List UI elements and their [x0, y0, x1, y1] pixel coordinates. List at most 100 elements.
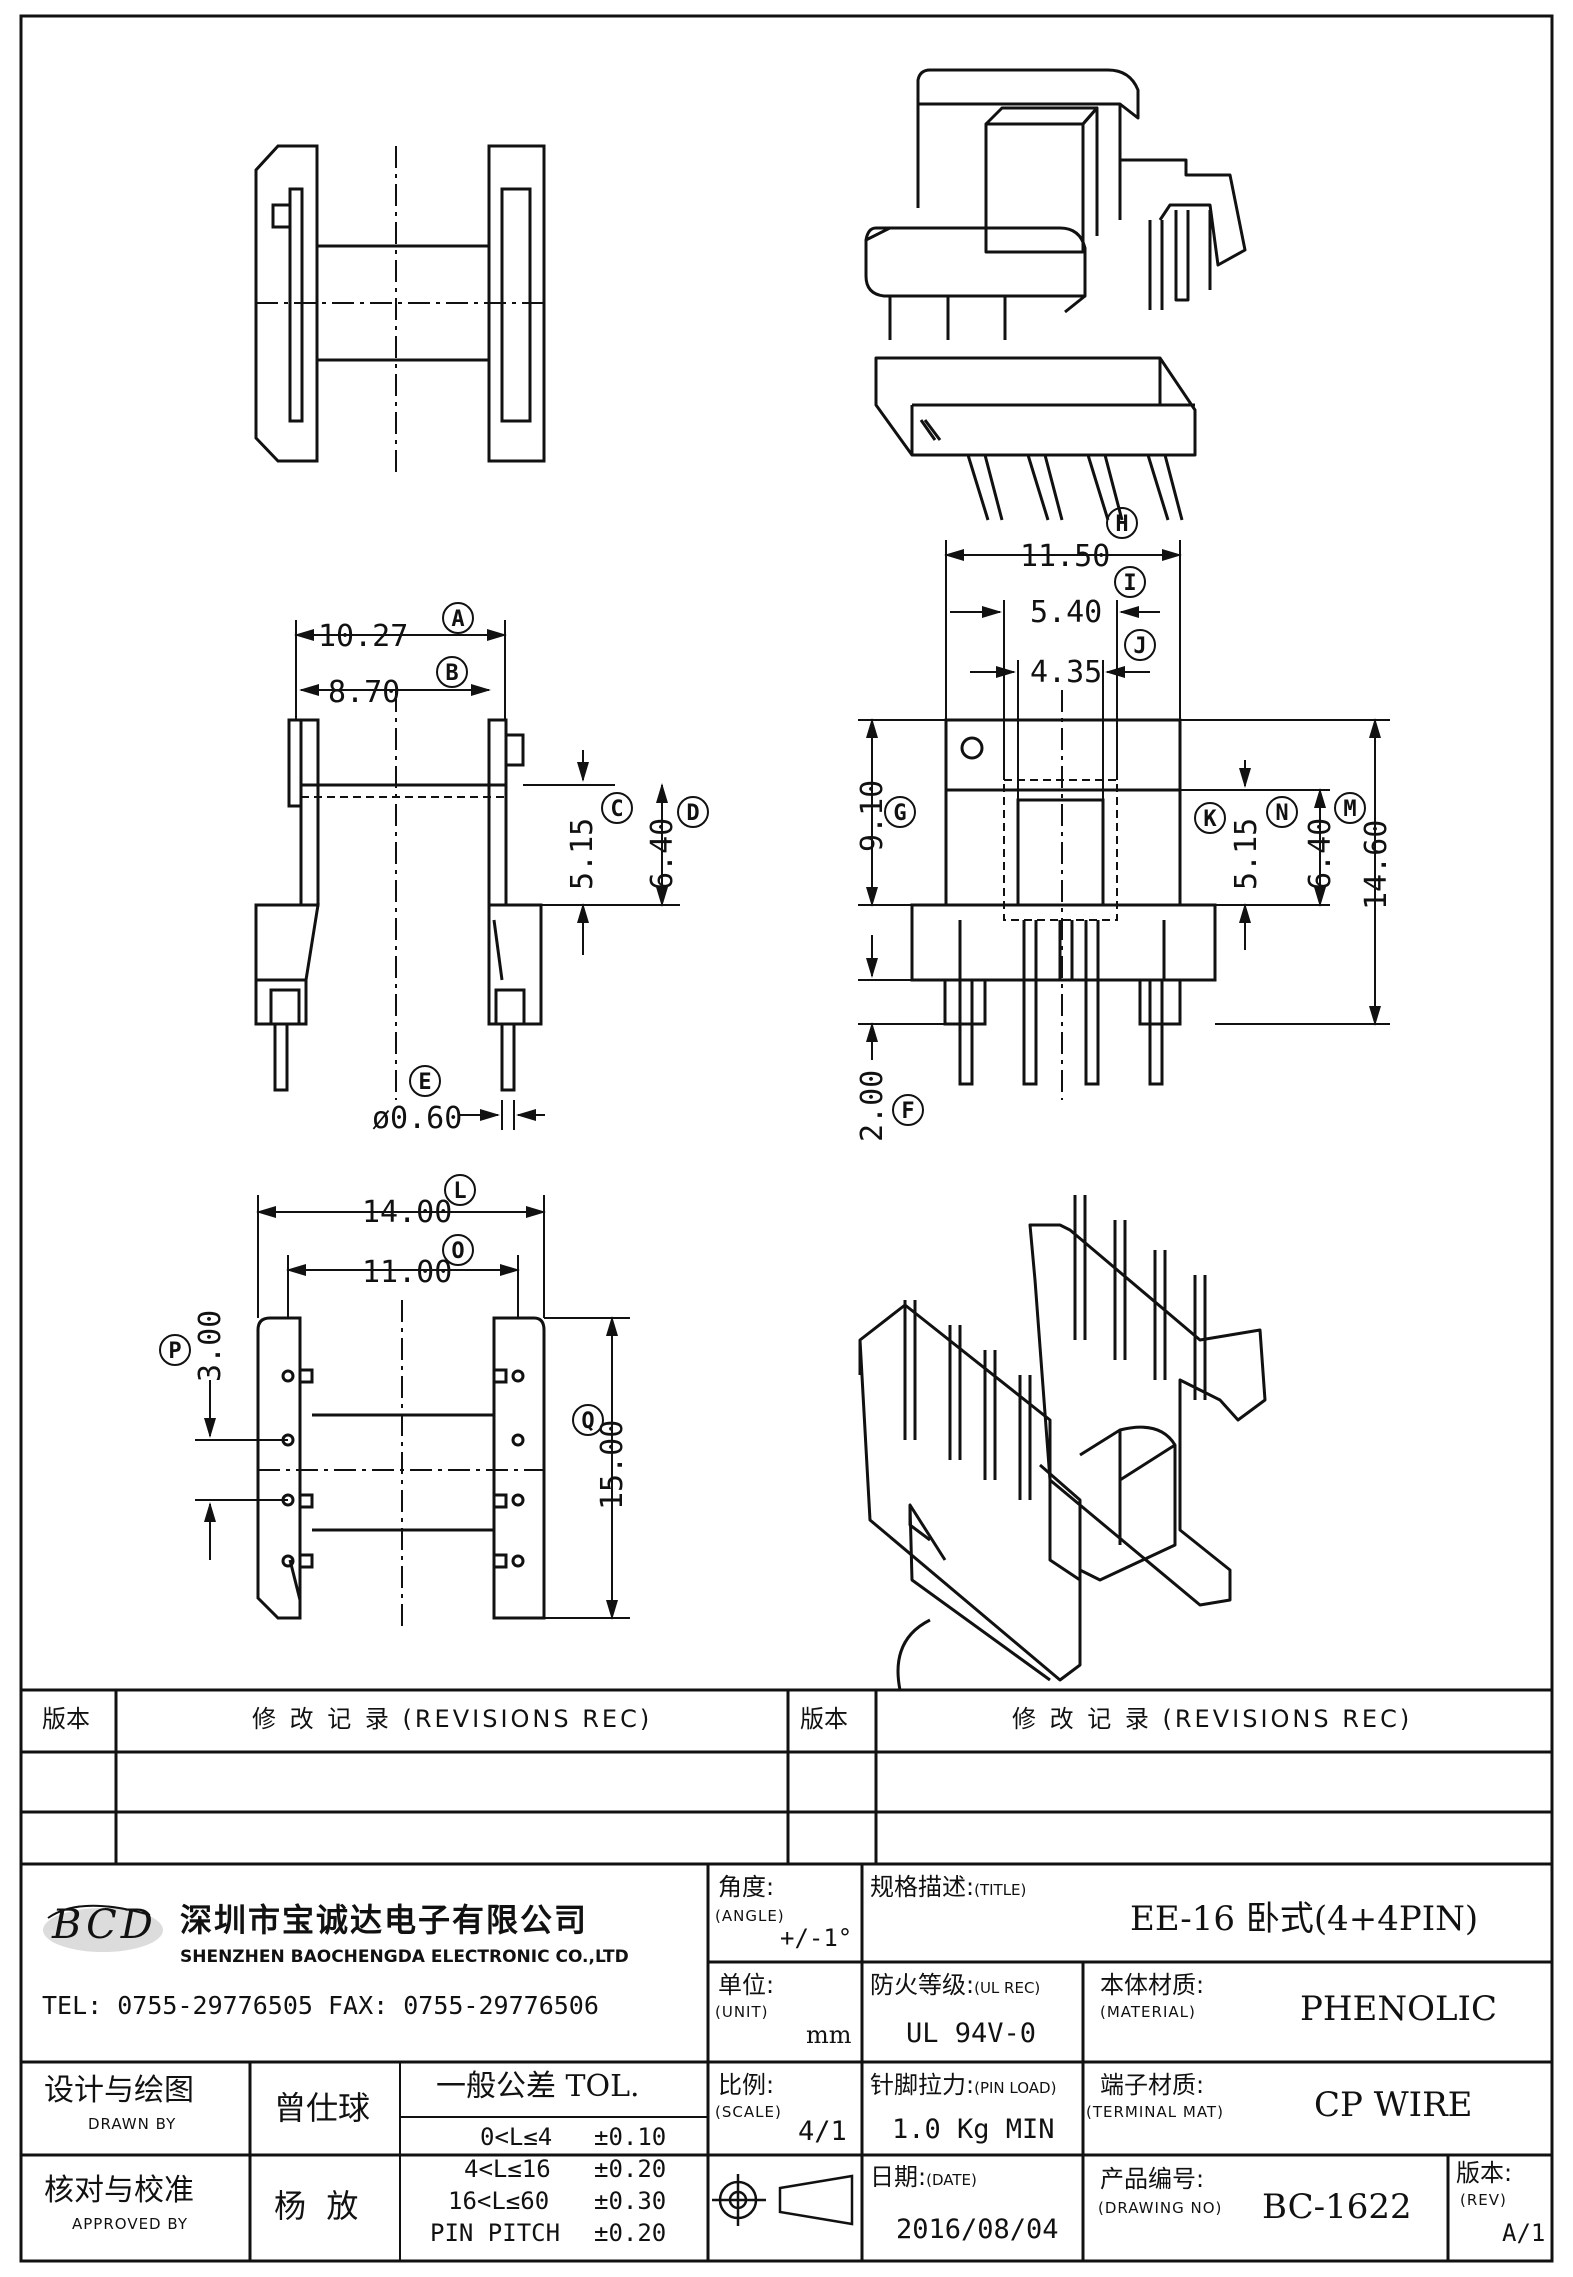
rev-value: A/1	[1502, 2219, 1546, 2247]
pin-label: 针脚拉力:(PIN LOAD)	[870, 2071, 1057, 2099]
dim-F: 2.00	[855, 1070, 890, 1142]
dwg-value: BC-1622	[1262, 2187, 1412, 2227]
scale-label: 比例:	[718, 2071, 775, 2099]
svg-text:G: G	[893, 801, 906, 826]
dim-A: 10.27	[318, 619, 408, 654]
balloon-H: H	[1106, 507, 1138, 539]
svg-text:D: D	[686, 801, 699, 826]
ul-label: 防火等级:(UL REC)	[870, 1971, 1041, 1999]
tol-value-4: ±0.20	[594, 2219, 667, 2247]
title-label: 规格描述:(TITLE)	[870, 1873, 1027, 1901]
dim-Q: 15.00	[595, 1420, 630, 1510]
svg-text:H: H	[1115, 512, 1128, 537]
material-value: PHENOLIC	[1300, 1989, 1497, 2029]
balloon-I: I	[1114, 566, 1146, 598]
balloon-D: D	[677, 796, 709, 828]
rec-header-right: 修 改 记 录 (REVISIONS REC)	[1012, 1705, 1413, 1733]
balloon-F: F	[892, 1094, 924, 1126]
rev-header-left: 版本	[42, 1705, 90, 1733]
svg-text:I: I	[1123, 571, 1136, 596]
svg-text:O: O	[451, 1239, 464, 1264]
iso-view-bottom	[858, 1195, 1267, 1691]
dimension-labels: 10.27 8.70 5.15 6.40 ø0.60 11.50 5.40 4.…	[193, 539, 1394, 1510]
terminal-label: 端子材质:	[1100, 2071, 1205, 2099]
tol-title: 一般公差 TOL.	[436, 2069, 640, 2104]
svg-text:J: J	[1133, 634, 1146, 659]
projection-symbol	[712, 2174, 854, 2226]
svg-text:M: M	[1343, 797, 1356, 822]
dim-N: 6.40	[1303, 818, 1338, 890]
tol-value-3: ±0.30	[594, 2187, 667, 2215]
tol-range-4: PIN PITCH	[430, 2219, 561, 2247]
material-sub: (MATERIAL)	[1100, 2003, 1196, 2021]
terminal-value: CP WIRE	[1314, 2085, 1473, 2125]
bottom-view	[256, 1300, 546, 1630]
svg-text:N: N	[1275, 801, 1288, 826]
svg-text:B: B	[445, 661, 458, 686]
dim-E: ø0.60	[372, 1101, 462, 1136]
table-lines	[21, 1688, 1552, 2261]
rec-header-left: 修 改 记 录 (REVISIONS REC)	[252, 1705, 653, 1733]
logo-mark	[43, 1904, 163, 1952]
dim-J: 4.35	[1030, 655, 1102, 690]
dim-L: 14.00	[362, 1195, 452, 1230]
balloon-Q: Q	[572, 1404, 604, 1436]
approved-label: 核对与校准	[44, 2173, 194, 2208]
date-label: 日期:(DATE)	[870, 2163, 977, 2191]
balloon-O: O	[442, 1234, 474, 1266]
svg-text:L: L	[453, 1179, 466, 1204]
unit-sub: (UNIT)	[715, 2003, 769, 2021]
scale-sub: (SCALE)	[715, 2103, 782, 2121]
company-name-cn: 深圳市宝诚达电子有限公司	[180, 1901, 589, 1939]
unit-label: 单位:	[718, 1971, 775, 1999]
approved-sub: APPROVED BY	[72, 2215, 189, 2233]
rev-sub: (REV)	[1460, 2191, 1507, 2209]
balloon-G: G	[884, 796, 916, 828]
unit-value: mm	[806, 2021, 852, 2049]
drawn-sub: DRAWN BY	[88, 2115, 177, 2133]
balloon-M: M	[1334, 792, 1366, 824]
balloon-J: J	[1124, 629, 1156, 661]
svg-text:A: A	[451, 607, 464, 632]
bottom-dims	[195, 1195, 630, 1620]
balloon-B: B	[436, 656, 468, 688]
balloon-C: C	[601, 792, 633, 824]
dim-M: 14.60	[1359, 820, 1394, 910]
balloons: A B C D E F G H I J K L M N O P Q	[159, 507, 1366, 1436]
svg-text:F: F	[901, 1099, 914, 1124]
ul-value: UL 94V-0	[906, 2018, 1037, 2049]
tol-range-3: 16<L≤60	[448, 2187, 550, 2215]
front-view-top	[254, 144, 546, 475]
dwg-sub: (DRAWING NO)	[1098, 2199, 1223, 2217]
balloon-K: K	[1194, 802, 1226, 834]
dim-O: 11.00	[362, 1255, 452, 1290]
dim-P: 3.00	[193, 1310, 228, 1382]
tol-range-1: 0<L≤4	[480, 2123, 553, 2151]
terminal-sub: (TERMINAL MAT)	[1086, 2103, 1224, 2121]
angle-label: 角度:	[718, 1873, 775, 1901]
dim-C: 5.15	[565, 818, 600, 890]
balloon-L: L	[444, 1174, 476, 1206]
dim-I: 5.40	[1030, 595, 1102, 630]
front-view-middle	[254, 690, 543, 1100]
dwg-label: 产品编号:	[1100, 2165, 1205, 2193]
angle-value: +/-1°	[780, 1924, 853, 1952]
title-value: EE-16 卧式(4+4PIN)	[1130, 1899, 1479, 1939]
dim-D: 6.40	[645, 818, 680, 890]
svg-text:E: E	[418, 1070, 431, 1095]
rev-header-right: 版本	[800, 1705, 848, 1733]
rev-label: 版本:	[1456, 2159, 1513, 2187]
svg-text:C: C	[610, 797, 623, 822]
svg-text:P: P	[168, 1339, 181, 1364]
scale-value: 4/1	[798, 2116, 847, 2147]
balloon-E: E	[409, 1065, 441, 1097]
dim-K: 5.15	[1229, 818, 1264, 890]
pin-value: 1.0 Kg MIN	[892, 2114, 1055, 2145]
side-dims	[858, 540, 1390, 1060]
logo-text: BCD	[52, 1902, 157, 1948]
sheet-border	[19, 14, 1554, 2263]
balloon-N: N	[1266, 796, 1298, 828]
tel-fax: TEL: 0755-29776505 FAX: 0755-29776506	[42, 1991, 599, 2020]
